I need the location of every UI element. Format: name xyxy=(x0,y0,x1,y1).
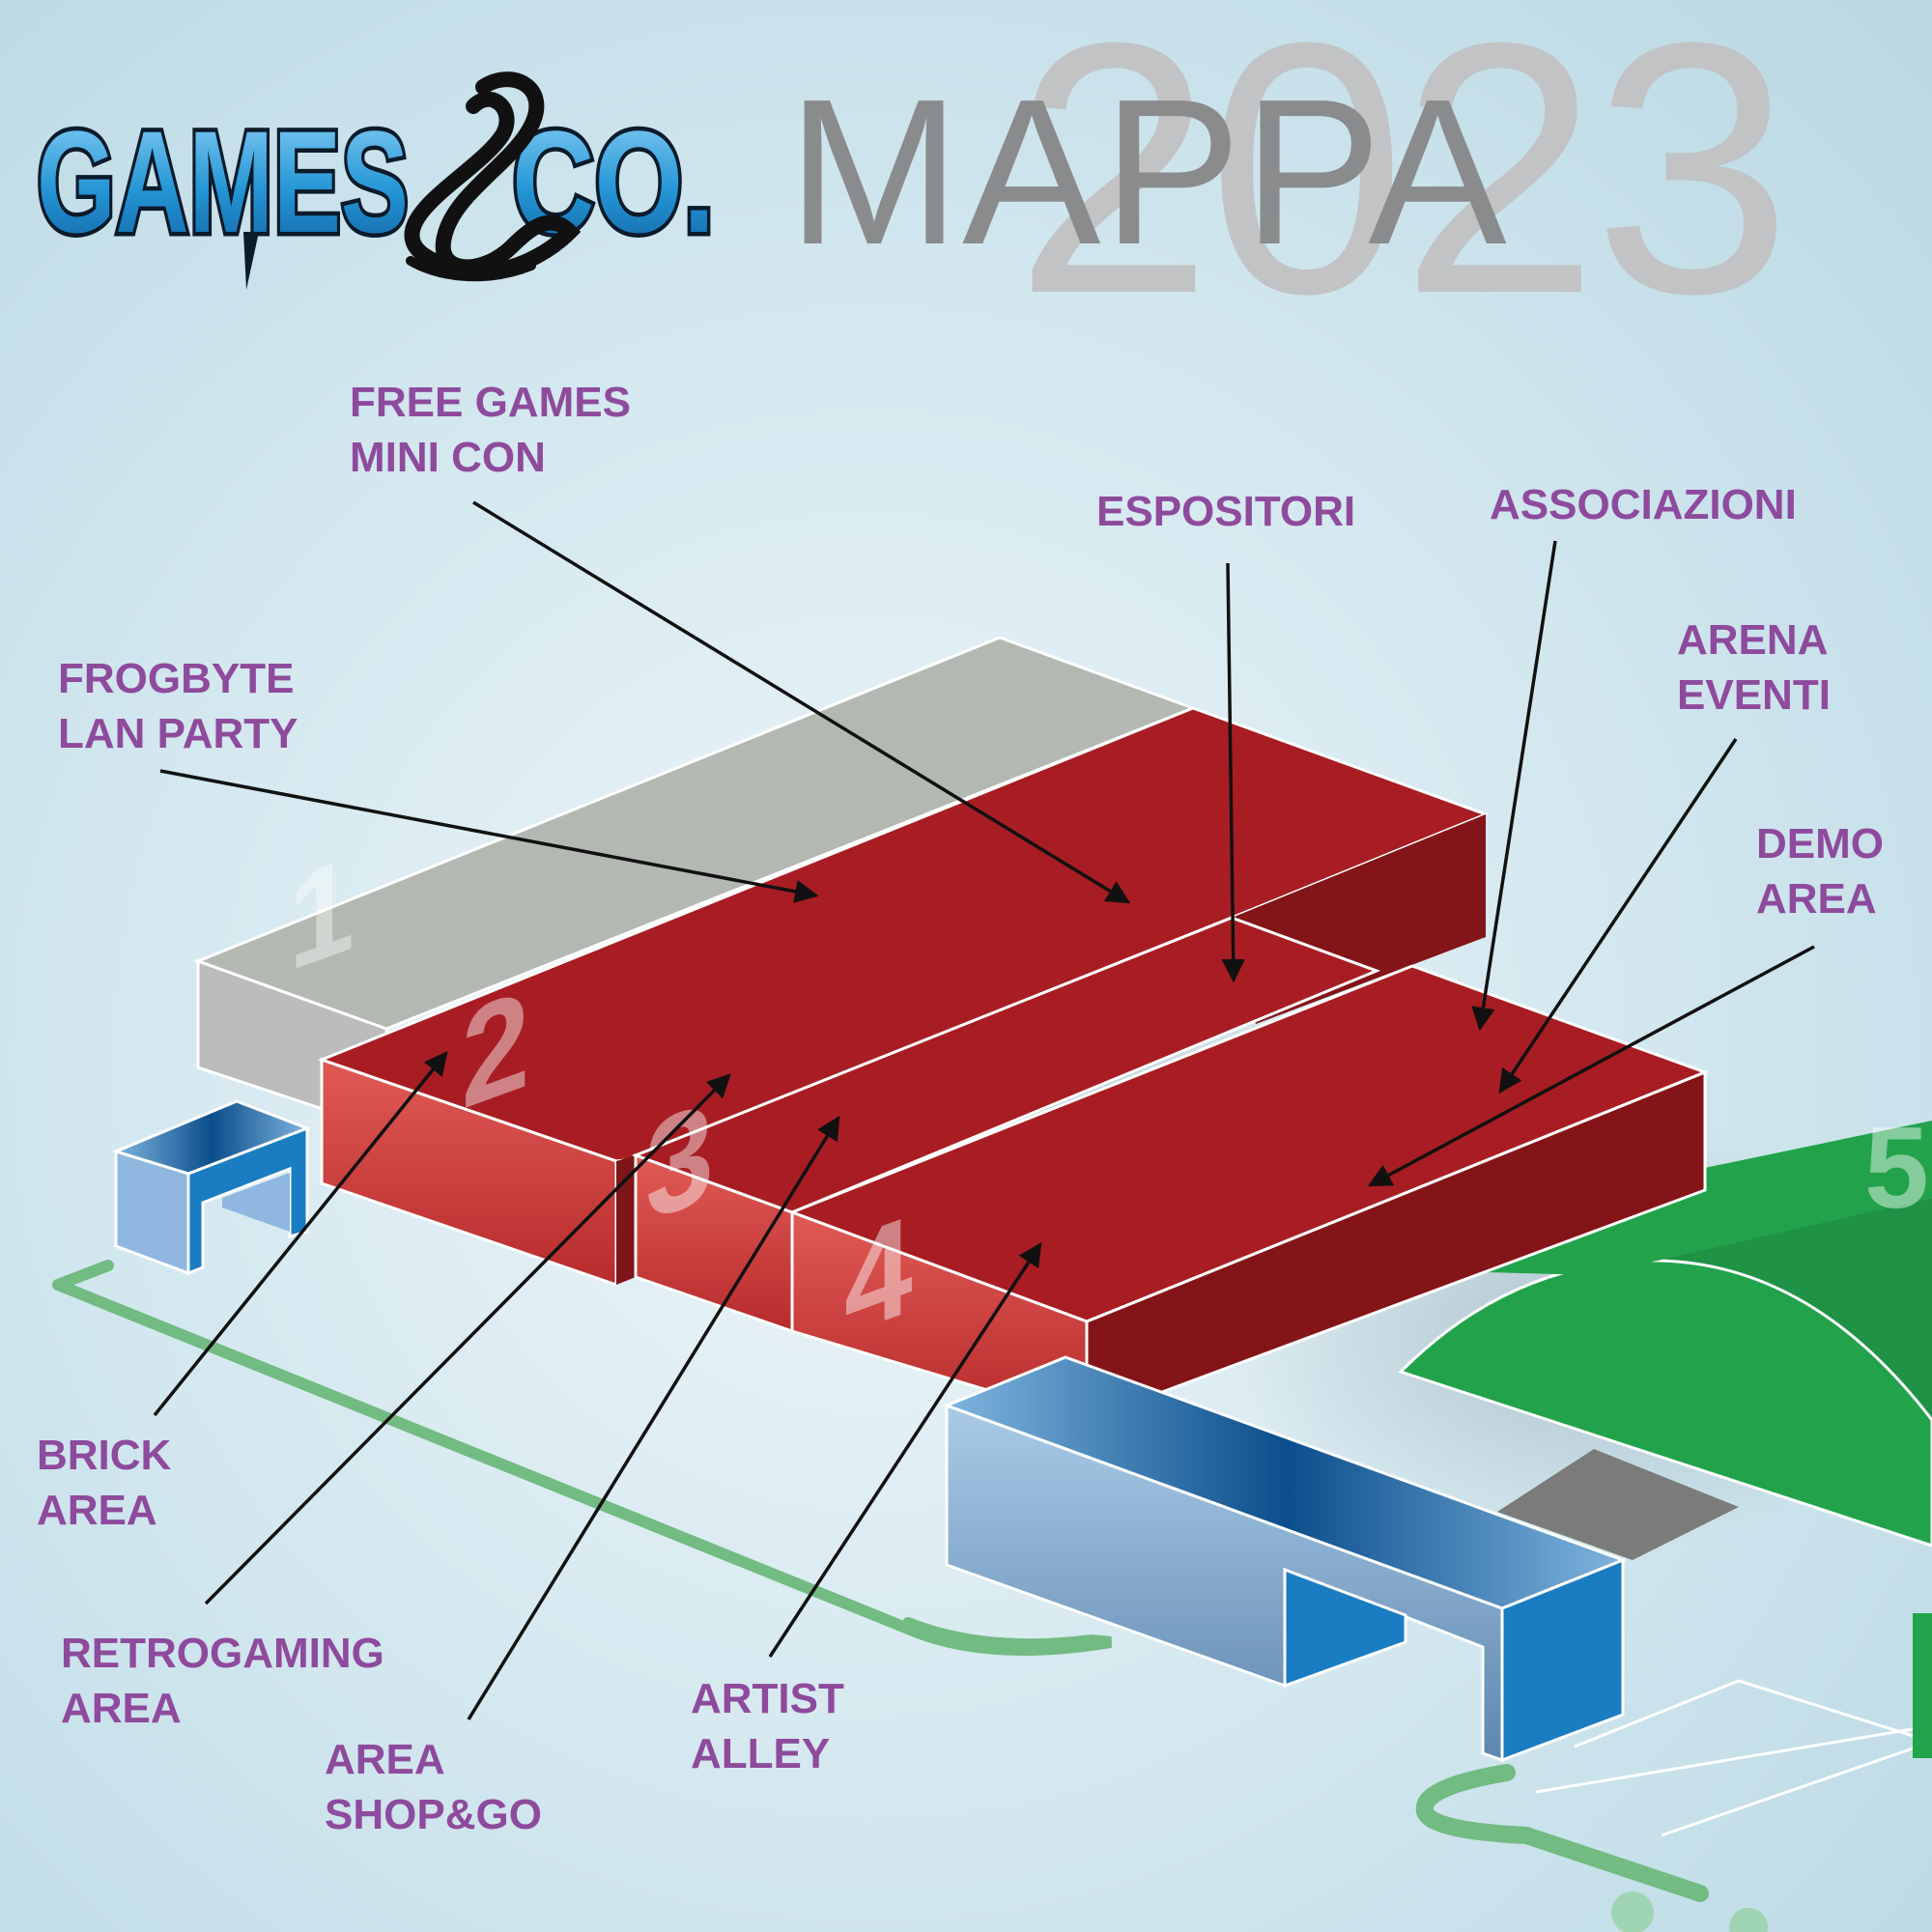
hall-3-number: 3 xyxy=(645,1071,714,1251)
hall-1-number: 1 xyxy=(289,827,355,1000)
svg-text:CO.: CO. xyxy=(512,100,715,263)
label-area-shop-go: AREA SHOP&GO xyxy=(325,1736,542,1838)
green-walkway-south xyxy=(1415,1764,1709,1902)
arrow-brick-area xyxy=(153,1051,448,1417)
label-brick-area: BRICK AREA xyxy=(37,1432,172,1534)
arrow-espositori xyxy=(1221,562,1245,983)
games-and-co-logo: GAMES CO. xyxy=(33,71,720,290)
label-arena-eventi: ARENA EVENTI xyxy=(1677,616,1831,719)
label-associazioni: ASSOCIAZIONI xyxy=(1490,481,1797,528)
artist-alley-building xyxy=(942,1355,1628,1763)
arrow-artist-alley xyxy=(768,1241,1042,1658)
hall-4-number: 4 xyxy=(844,1185,913,1365)
hall-2-number: 2 xyxy=(462,959,530,1139)
page-title: MAPPA xyxy=(787,55,1509,288)
arrow-shop-go xyxy=(467,1115,840,1720)
label-demo-area: DEMO AREA xyxy=(1756,820,1884,923)
arrow-free-games xyxy=(472,500,1131,904)
label-espositori: ESPOSITORI xyxy=(1096,488,1356,535)
label-retrogaming-area: RETROGAMING AREA xyxy=(61,1630,384,1732)
year-watermark: 2023 xyxy=(1014,0,1792,368)
hall-4: 4 xyxy=(787,964,1710,1423)
arrow-frogbyte xyxy=(159,769,819,903)
label-frogbyte-lan-party: FROGBYTE LAN PARTY xyxy=(58,655,298,757)
arrow-associazioni xyxy=(1471,540,1557,1032)
svg-text:GAMES: GAMES xyxy=(37,100,409,263)
brick-area-building xyxy=(111,1099,312,1276)
arrow-retrogaming xyxy=(204,1073,731,1605)
label-artist-alley: ARTIST ALLEY xyxy=(691,1675,844,1777)
hall-5-number: 5 xyxy=(1864,1103,1929,1233)
label-free-games-mini-con: FREE GAMES MINI CON xyxy=(350,379,631,481)
green-walkway xyxy=(52,1260,1112,1656)
arrow-demo-area xyxy=(1367,945,1815,1187)
arrow-arena-eventi xyxy=(1498,738,1738,1094)
